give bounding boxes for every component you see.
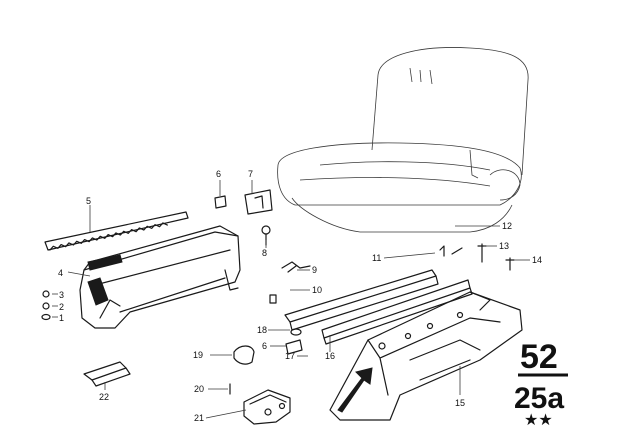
- group-code: 52: [520, 338, 558, 376]
- callout-6-bottom: 6: [262, 341, 267, 351]
- stars-marker: ★★: [524, 410, 553, 429]
- group-code-block: 52 25a ★★: [514, 338, 568, 429]
- leader-lines: [52, 180, 530, 419]
- callout-22: 22: [99, 392, 109, 402]
- callout-12: 12: [502, 221, 512, 231]
- callout-21: 21: [194, 413, 204, 423]
- seat-outline: [277, 47, 529, 233]
- callout-17: 17: [285, 351, 295, 361]
- part-4-side-cover: [79, 225, 241, 329]
- callout-13: 13: [499, 241, 509, 251]
- callout-4: 4: [58, 268, 63, 278]
- callout-18: 18: [257, 325, 267, 335]
- callout-16: 16: [325, 351, 335, 361]
- callout-2: 2: [59, 302, 64, 312]
- callout-10: 10: [312, 285, 322, 295]
- callout-20: 20: [194, 384, 204, 394]
- callout-labels: 5 4 3 2 1 6 7 8 9 10 11 12 13 14 15 16 1…: [58, 169, 542, 423]
- callout-3: 3: [59, 290, 64, 300]
- callout-6-top: 6: [216, 169, 221, 179]
- part-10-slide-rail: [269, 269, 439, 331]
- callout-19: 19: [193, 350, 203, 360]
- part-15-floor-section: [329, 291, 523, 421]
- part-11-rail: [321, 245, 473, 345]
- part-16-18-fittings: [285, 328, 303, 355]
- part-5-rack: [44, 211, 189, 251]
- callout-7: 7: [248, 169, 253, 179]
- part-19-cap: [233, 345, 255, 365]
- part-20-21-bracket: [229, 383, 291, 425]
- callout-15: 15: [455, 398, 465, 408]
- sub-code: 25a: [514, 382, 564, 415]
- callout-8: 8: [262, 248, 267, 258]
- part-6-7-8-brackets: [214, 189, 273, 246]
- callout-5: 5: [86, 196, 91, 206]
- part-13-14-bolts: [477, 243, 515, 271]
- callout-1: 1: [59, 313, 64, 323]
- part-1-3-fasteners: [41, 290, 51, 321]
- callout-9: 9: [312, 265, 317, 275]
- callout-14: 14: [532, 255, 542, 265]
- callout-11: 11: [372, 253, 381, 263]
- part-22-clip: [83, 361, 131, 387]
- part-9-clip: [281, 261, 311, 273]
